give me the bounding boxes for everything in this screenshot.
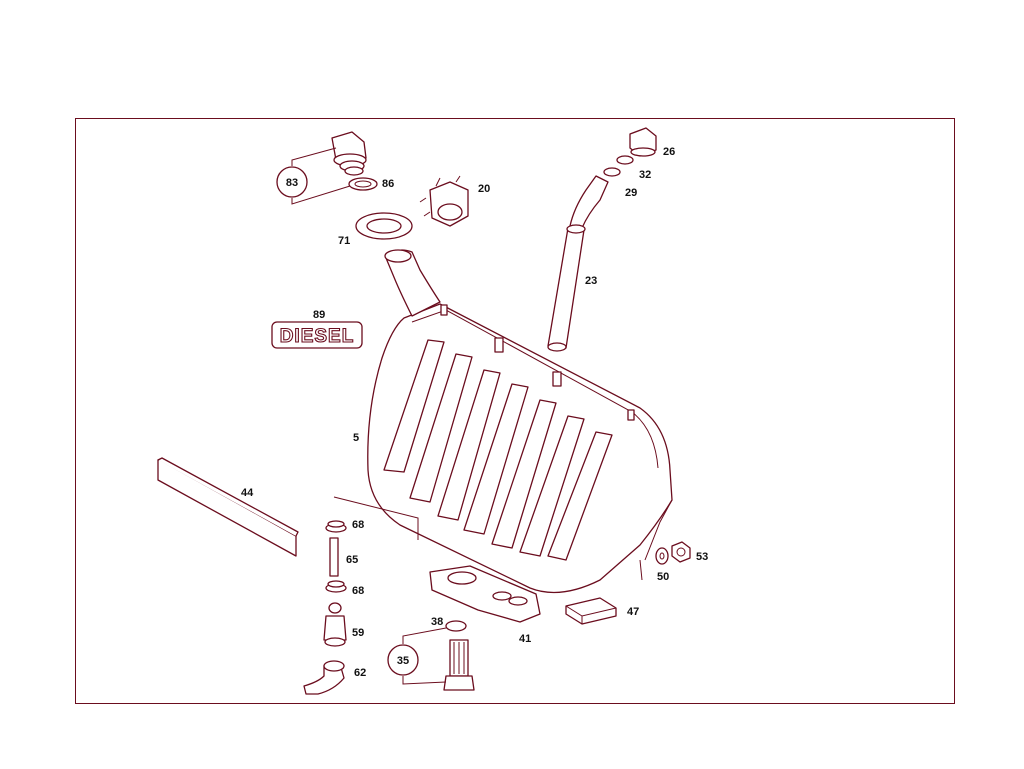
seal-ring-86[interactable] [348, 177, 378, 191]
vent-cap-26[interactable] [629, 127, 657, 157]
fuel-sender[interactable] [419, 175, 469, 227]
drain-elbow-62[interactable] [303, 660, 345, 695]
callout-89: 89 [313, 309, 325, 321]
svg-text:83: 83 [286, 177, 298, 189]
callout-44: 44 [241, 487, 254, 499]
callout-59: 59 [352, 627, 364, 639]
callout-29: 29 [625, 187, 637, 199]
callout-23: 23 [585, 275, 597, 287]
callout-38: 38 [431, 616, 443, 628]
callout-65: 65 [346, 554, 358, 566]
hose-65[interactable] [329, 537, 339, 577]
callout-47: 47 [627, 606, 639, 618]
seal-ring-32[interactable] [616, 155, 634, 165]
seal-ring-38[interactable] [445, 620, 467, 632]
fuel-tank[interactable] [367, 303, 673, 594]
cover-plate-41[interactable] [429, 565, 541, 623]
fuel-cap[interactable] [331, 131, 367, 176]
callout-53: 53 [696, 551, 708, 563]
callout-50: 50 [657, 571, 669, 583]
callout-83: 83 [276, 166, 308, 198]
diesel-badge-text: DIESEL [280, 326, 355, 347]
diagram-frame [75, 118, 955, 704]
hose-clamp-68-lower[interactable] [325, 580, 347, 593]
callout-68-upper: 68 [352, 519, 364, 531]
insulation-strip-44[interactable] [157, 457, 299, 557]
callout-41: 41 [519, 633, 531, 645]
washer-50[interactable] [655, 547, 669, 565]
drain-valve-59[interactable] [323, 602, 347, 647]
diesel-badge[interactable]: DIESEL [271, 321, 363, 349]
callout-86: 86 [382, 178, 394, 190]
seal-ring-29[interactable] [603, 167, 621, 177]
svg-text:35: 35 [397, 655, 409, 667]
grommet-71[interactable] [355, 212, 413, 240]
leader-lines [291, 147, 447, 685]
callout-20: 20 [478, 183, 490, 195]
nut-53[interactable] [671, 541, 691, 563]
callout-5: 5 [353, 432, 359, 444]
callout-35: 35 [387, 644, 419, 676]
pad-47[interactable] [565, 597, 617, 625]
callout-62: 62 [354, 667, 366, 679]
callout-71: 71 [338, 235, 350, 247]
callout-68-lower: 68 [352, 585, 364, 597]
filler-neck[interactable] [384, 249, 441, 317]
hose-clamp-68-upper[interactable] [325, 520, 347, 533]
fuel-pump-35[interactable] [443, 639, 475, 691]
vent-hose-23[interactable] [547, 175, 609, 352]
callout-32: 32 [639, 169, 651, 181]
callout-26: 26 [663, 146, 675, 158]
